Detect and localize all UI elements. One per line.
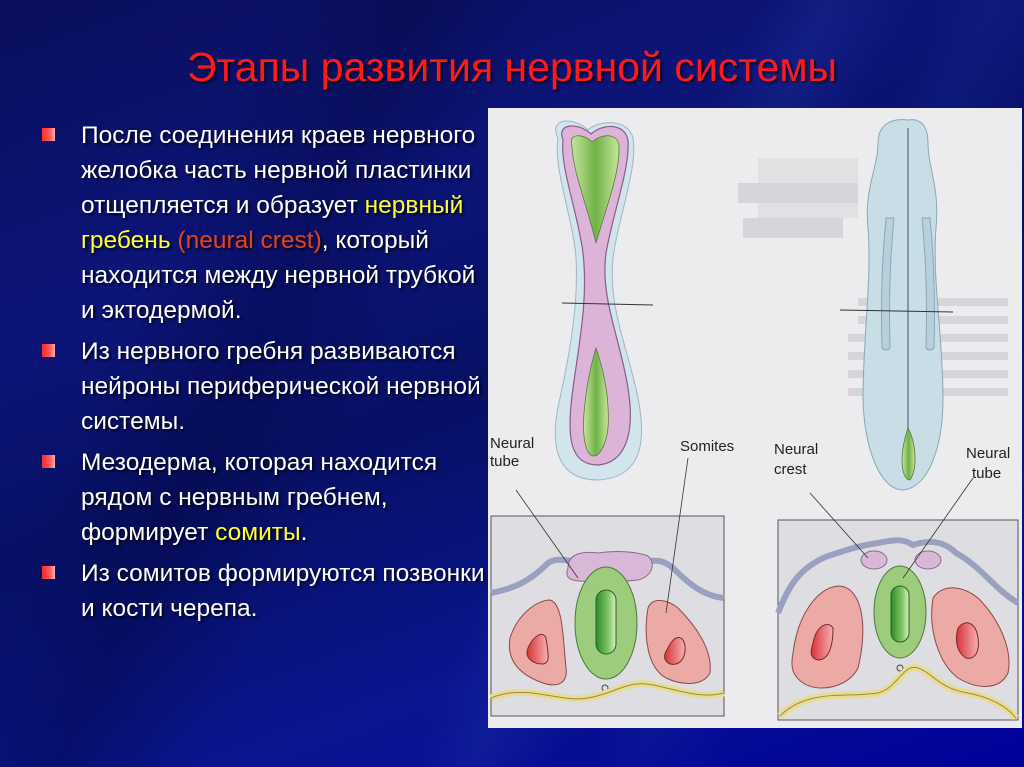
bullet-text: . xyxy=(300,519,308,546)
bullet-list: После соединения краев нервного желобка … xyxy=(40,118,490,632)
bullet-item: После соединения краев нервного желобка … xyxy=(40,118,490,328)
label-somites: Somites xyxy=(680,438,734,455)
bullet-text: , который находится между нервной трубко… xyxy=(81,227,476,324)
highlight-somites: сомиты xyxy=(215,519,301,546)
square-bullet-icon xyxy=(42,128,55,141)
term-english: (neural crest) xyxy=(177,227,322,254)
bullet-text: Из нервного гребня развиваются нейроны п… xyxy=(81,338,481,435)
cross-section-left xyxy=(489,457,725,717)
embryo-neural-tube xyxy=(839,119,954,491)
cross-section-right xyxy=(775,477,1020,721)
bullet-item: Из сомитов формируются позвонки и кости … xyxy=(40,556,490,626)
bullet-text: Из сомитов формируются позвонки и кости … xyxy=(81,560,485,622)
square-bullet-icon xyxy=(42,566,55,579)
bullet-text: Мезодерма, которая находится рядом с нер… xyxy=(81,449,438,546)
bullet-text: После соединения краев нервного желобка … xyxy=(81,122,476,219)
square-bullet-icon xyxy=(42,455,55,468)
bullet-item: Из нервного гребня развиваются нейроны п… xyxy=(40,334,490,439)
square-bullet-icon xyxy=(42,344,55,357)
bullet-item: Мезодерма, которая находится рядом с нер… xyxy=(40,445,490,550)
slide-title: Этапы развития нервной системы xyxy=(187,44,837,90)
highlight-neural-crest: нервный гребень xyxy=(81,192,464,254)
embryo-neural-groove xyxy=(554,120,654,481)
